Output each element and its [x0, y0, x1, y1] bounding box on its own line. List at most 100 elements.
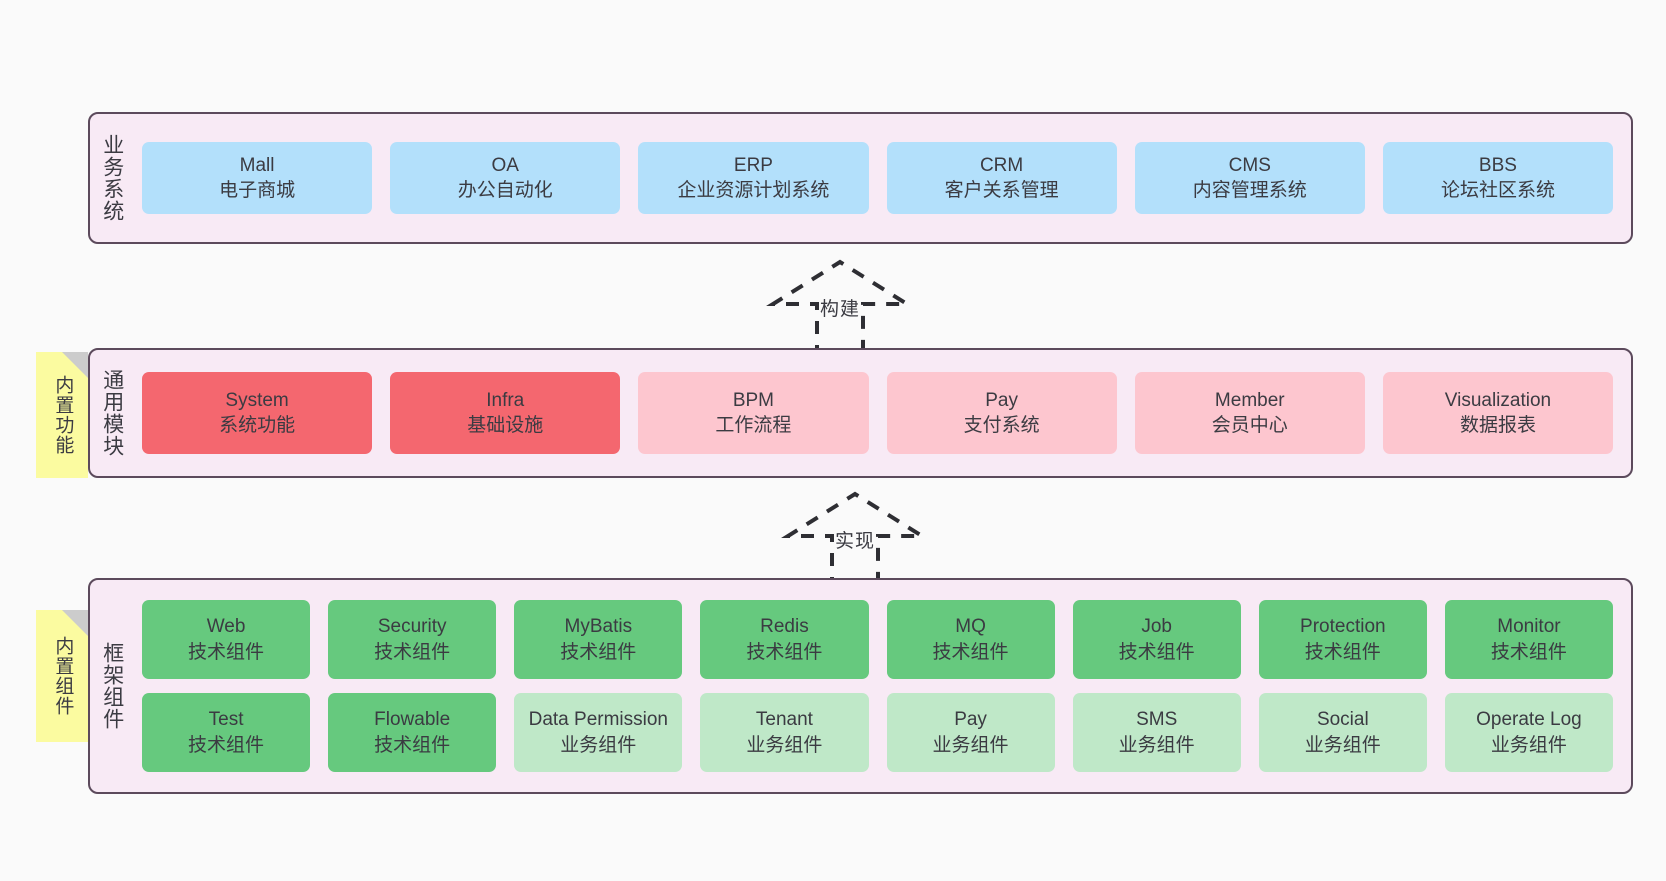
card-title: SMS [1136, 709, 1178, 731]
card-crm[interactable]: CRM 客户关系管理 [886, 142, 1117, 214]
card-title: Job [1141, 616, 1172, 638]
card-data-permission[interactable]: Data Permission 业务组件 [514, 693, 683, 772]
card-web[interactable]: Web 技术组件 [142, 600, 311, 679]
card-title: Pay [985, 389, 1018, 411]
card-subtitle: 技术组件 [932, 641, 1009, 663]
card-title: BBS [1478, 154, 1517, 176]
layer-title-modules: 通用模块 [100, 369, 124, 457]
card-grid-framework: Web 技术组件 Security 技术组件 MyBatis 技术组件 Redi… [134, 580, 1631, 792]
card-title: Data Permission [528, 709, 668, 731]
sticky-note-builtin-features: 内置功能 [36, 352, 88, 478]
card-title: Operate Log [1476, 709, 1582, 731]
card-security[interactable]: Security 技术组件 [328, 600, 497, 679]
card-grid-business: Mall 电子商城 OA 办公自动化 ERP 企业资源计划系统 CRM 客户关系… [134, 114, 1631, 242]
card-subtitle: 业务组件 [932, 734, 1009, 756]
card-infra[interactable]: Infra 基础设施 [390, 372, 621, 454]
card-row: Web 技术组件 Security 技术组件 MyBatis 技术组件 Redi… [142, 600, 1613, 679]
card-subtitle: 技术组件 [188, 641, 265, 663]
card-subtitle: 支付系统 [963, 415, 1040, 436]
card-mq[interactable]: MQ 技术组件 [886, 600, 1055, 679]
card-subtitle: 业务组件 [560, 734, 637, 756]
card-title: Member [1214, 389, 1285, 411]
card-bpm[interactable]: BPM 工作流程 [638, 372, 869, 454]
card-row: Mall 电子商城 OA 办公自动化 ERP 企业资源计划系统 CRM 客户关系… [142, 142, 1614, 214]
card-title: Social [1316, 709, 1369, 731]
card-mybatis[interactable]: MyBatis 技术组件 [514, 600, 683, 679]
layer-title-business: 业务系统 [100, 134, 124, 222]
card-title: OA [491, 154, 519, 176]
card-title: MQ [955, 616, 986, 638]
card-title: ERP [733, 154, 773, 176]
card-title: BPM [732, 389, 775, 411]
card-subtitle: 业务组件 [746, 734, 823, 756]
card-title: Pay [954, 709, 987, 731]
card-subtitle: 工作流程 [715, 415, 792, 436]
card-title: Infra [486, 389, 525, 411]
card-subtitle: 企业资源计划系统 [677, 180, 830, 201]
card-pay-component[interactable]: Pay 业务组件 [886, 693, 1055, 772]
arrow-build: 构建 [745, 258, 935, 358]
card-subtitle: 业务组件 [1118, 734, 1195, 756]
card-subtitle: 会员中心 [1211, 415, 1288, 436]
arrow-implement: 实现 [760, 490, 950, 590]
card-grid-modules: System 系统功能 Infra 基础设施 BPM 工作流程 Pay 支付系统… [134, 350, 1631, 476]
card-social[interactable]: Social 业务组件 [1258, 693, 1427, 772]
card-title: CMS [1228, 154, 1271, 176]
card-subtitle: 技术组件 [374, 641, 451, 663]
layer-business-systems: 业务系统 Mall 电子商城 OA 办公自动化 ERP 企业资源计划系统 CRM… [88, 112, 1633, 244]
card-subtitle: 业务组件 [1490, 734, 1567, 756]
card-subtitle: 业务组件 [1304, 734, 1381, 756]
card-visualization[interactable]: Visualization 数据报表 [1382, 372, 1614, 454]
card-pay-module[interactable]: Pay 支付系统 [886, 372, 1117, 454]
card-mall[interactable]: Mall 电子商城 [142, 142, 373, 214]
card-monitor[interactable]: Monitor 技术组件 [1444, 600, 1613, 679]
card-title: System [225, 389, 289, 411]
layer-framework-components: 框架组件 Web 技术组件 Security 技术组件 MyBatis 技术组件… [88, 578, 1633, 794]
card-subtitle: 基础设施 [467, 415, 544, 436]
card-subtitle: 电子商城 [219, 180, 296, 201]
card-title: Redis [760, 616, 809, 638]
card-oa[interactable]: OA 办公自动化 [390, 142, 621, 214]
card-title: Flowable [374, 709, 451, 731]
card-title: Security [377, 616, 447, 638]
card-subtitle: 技术组件 [188, 734, 265, 756]
card-title: Test [208, 709, 244, 731]
arrow-up-icon [766, 259, 914, 358]
card-operate-log[interactable]: Operate Log 业务组件 [1444, 693, 1613, 772]
card-title: Web [206, 616, 246, 638]
card-title: CRM [979, 154, 1024, 176]
card-subtitle: 客户关系管理 [944, 180, 1059, 201]
sticky-note-label: 内置功能 [52, 375, 74, 455]
card-protection[interactable]: Protection 技术组件 [1258, 600, 1427, 679]
card-flowable[interactable]: Flowable 技术组件 [328, 693, 497, 772]
sticky-note-label: 内置组件 [52, 636, 74, 716]
card-subtitle: 技术组件 [746, 641, 823, 663]
card-subtitle: 办公自动化 [457, 180, 553, 201]
card-cms[interactable]: CMS 内容管理系统 [1134, 142, 1365, 214]
card-bbs[interactable]: BBS 论坛社区系统 [1382, 142, 1614, 214]
card-subtitle: 技术组件 [1490, 641, 1567, 663]
card-subtitle: 系统功能 [219, 415, 296, 436]
card-row: Test 技术组件 Flowable 技术组件 Data Permission … [142, 693, 1613, 772]
card-subtitle: 技术组件 [560, 641, 637, 663]
card-title: Mall [239, 154, 275, 176]
card-tenant[interactable]: Tenant 业务组件 [700, 693, 869, 772]
card-title: MyBatis [564, 616, 633, 638]
card-title: Protection [1300, 616, 1386, 638]
layer-common-modules: 通用模块 System 系统功能 Infra 基础设施 BPM 工作流程 Pay… [88, 348, 1633, 478]
card-system[interactable]: System 系统功能 [142, 372, 373, 454]
card-subtitle: 内容管理系统 [1192, 180, 1307, 201]
card-erp[interactable]: ERP 企业资源计划系统 [638, 142, 869, 214]
card-title: Monitor [1497, 616, 1561, 638]
card-redis[interactable]: Redis 技术组件 [700, 600, 869, 679]
card-subtitle: 数据报表 [1459, 415, 1536, 436]
card-title: Tenant [755, 709, 813, 731]
layer-title-framework: 框架组件 [100, 642, 124, 730]
card-sms[interactable]: SMS 业务组件 [1072, 693, 1241, 772]
card-job[interactable]: Job 技术组件 [1072, 600, 1241, 679]
card-subtitle: 技术组件 [374, 734, 451, 756]
card-member[interactable]: Member 会员中心 [1134, 372, 1365, 454]
card-subtitle: 技术组件 [1304, 641, 1381, 663]
arrow-up-icon [781, 491, 929, 590]
card-test[interactable]: Test 技术组件 [142, 693, 311, 772]
